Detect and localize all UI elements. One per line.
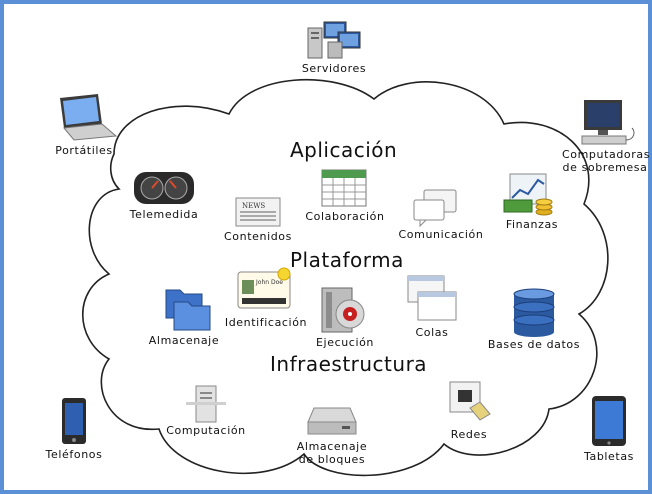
- storage-label: Almacenaje: [148, 334, 220, 347]
- database-cylinders-icon: [513, 288, 555, 337]
- section-infrastructure: Infraestructura: [270, 352, 428, 376]
- section-application: Aplicación: [290, 138, 398, 162]
- node-finance: Finanzas: [492, 168, 572, 231]
- node-servers: Servidores: [294, 18, 374, 75]
- node-desktops: Computadoras de sobremesa: [562, 98, 651, 174]
- node-communication: Comunicación: [396, 186, 486, 241]
- chat-bubbles-icon: [413, 189, 457, 228]
- phone-icon: [62, 398, 86, 444]
- network-label: Redes: [450, 428, 488, 441]
- network-port-icon: [449, 381, 491, 421]
- runtime-label: Ejecución: [316, 336, 374, 349]
- cloud-outline: [81, 78, 609, 477]
- communication-label: Comunicación: [398, 228, 484, 241]
- servers-icon: [307, 21, 361, 59]
- block-storage-label-line1: Almacenaje: [296, 440, 368, 453]
- block-storage-label-line2: de bloques: [298, 453, 366, 466]
- servers-label: Servidores: [301, 62, 367, 75]
- hard-drive-icon: [307, 407, 357, 435]
- laptops-label: Portátiles: [55, 144, 113, 157]
- desktops-label-line1: Computadoras: [562, 148, 651, 161]
- node-databases: Bases de datos: [484, 286, 584, 351]
- desktop-computer-icon: [581, 100, 635, 145]
- folders-icon: [165, 289, 211, 331]
- node-identity: John Doe Identificación: [218, 266, 314, 329]
- finance-label: Finanzas: [505, 218, 559, 231]
- server-tower-icon: [186, 385, 226, 423]
- laptop-icon: [60, 94, 118, 141]
- tablet-icon: [592, 396, 626, 446]
- compute-label: Computación: [166, 424, 246, 437]
- stacked-windows-icon: [407, 275, 457, 321]
- node-runtime: Ejecución: [302, 282, 388, 349]
- id-card-icon: John Doe: [237, 267, 291, 309]
- node-content: NEWS Contenidos: [218, 194, 298, 243]
- node-network: Redes: [434, 378, 504, 441]
- node-block-storage: Almacenaje de bloques: [290, 400, 374, 466]
- node-compute: Computación: [164, 384, 248, 437]
- databases-label: Bases de datos: [487, 338, 581, 351]
- queues-label: Colas: [415, 326, 449, 339]
- finance-chart-money-icon: [503, 173, 553, 216]
- tablets-label: Tabletas: [583, 450, 635, 463]
- node-telemetry: Telemedida: [124, 168, 204, 221]
- identity-label: Identificación: [224, 316, 308, 329]
- node-storage: Almacenaje: [144, 284, 224, 347]
- dashboard-gauge-icon: [134, 172, 194, 204]
- newspaper-icon-text: NEWS: [242, 202, 265, 210]
- section-platform: Plataforma: [290, 248, 404, 272]
- node-collaboration: Colaboración: [302, 166, 388, 223]
- content-label: Contenidos: [224, 230, 292, 243]
- node-queues: Colas: [394, 272, 470, 339]
- spreadsheet-calendar-icon: [321, 169, 367, 207]
- phones-label: Teléfonos: [45, 448, 103, 461]
- desktops-label-line2: de sobremesa: [562, 161, 648, 174]
- node-laptops: Portátiles: [44, 92, 124, 157]
- node-phones: Teléfonos: [34, 396, 114, 461]
- newspaper-icon: NEWS: [235, 197, 281, 227]
- telemetry-label: Telemedida: [129, 208, 199, 221]
- node-tablets: Tabletas: [574, 394, 644, 463]
- software-package-disc-icon: [321, 287, 365, 333]
- id-card-icon-text: John Doe: [255, 279, 283, 286]
- collaboration-label: Colaboración: [305, 210, 385, 223]
